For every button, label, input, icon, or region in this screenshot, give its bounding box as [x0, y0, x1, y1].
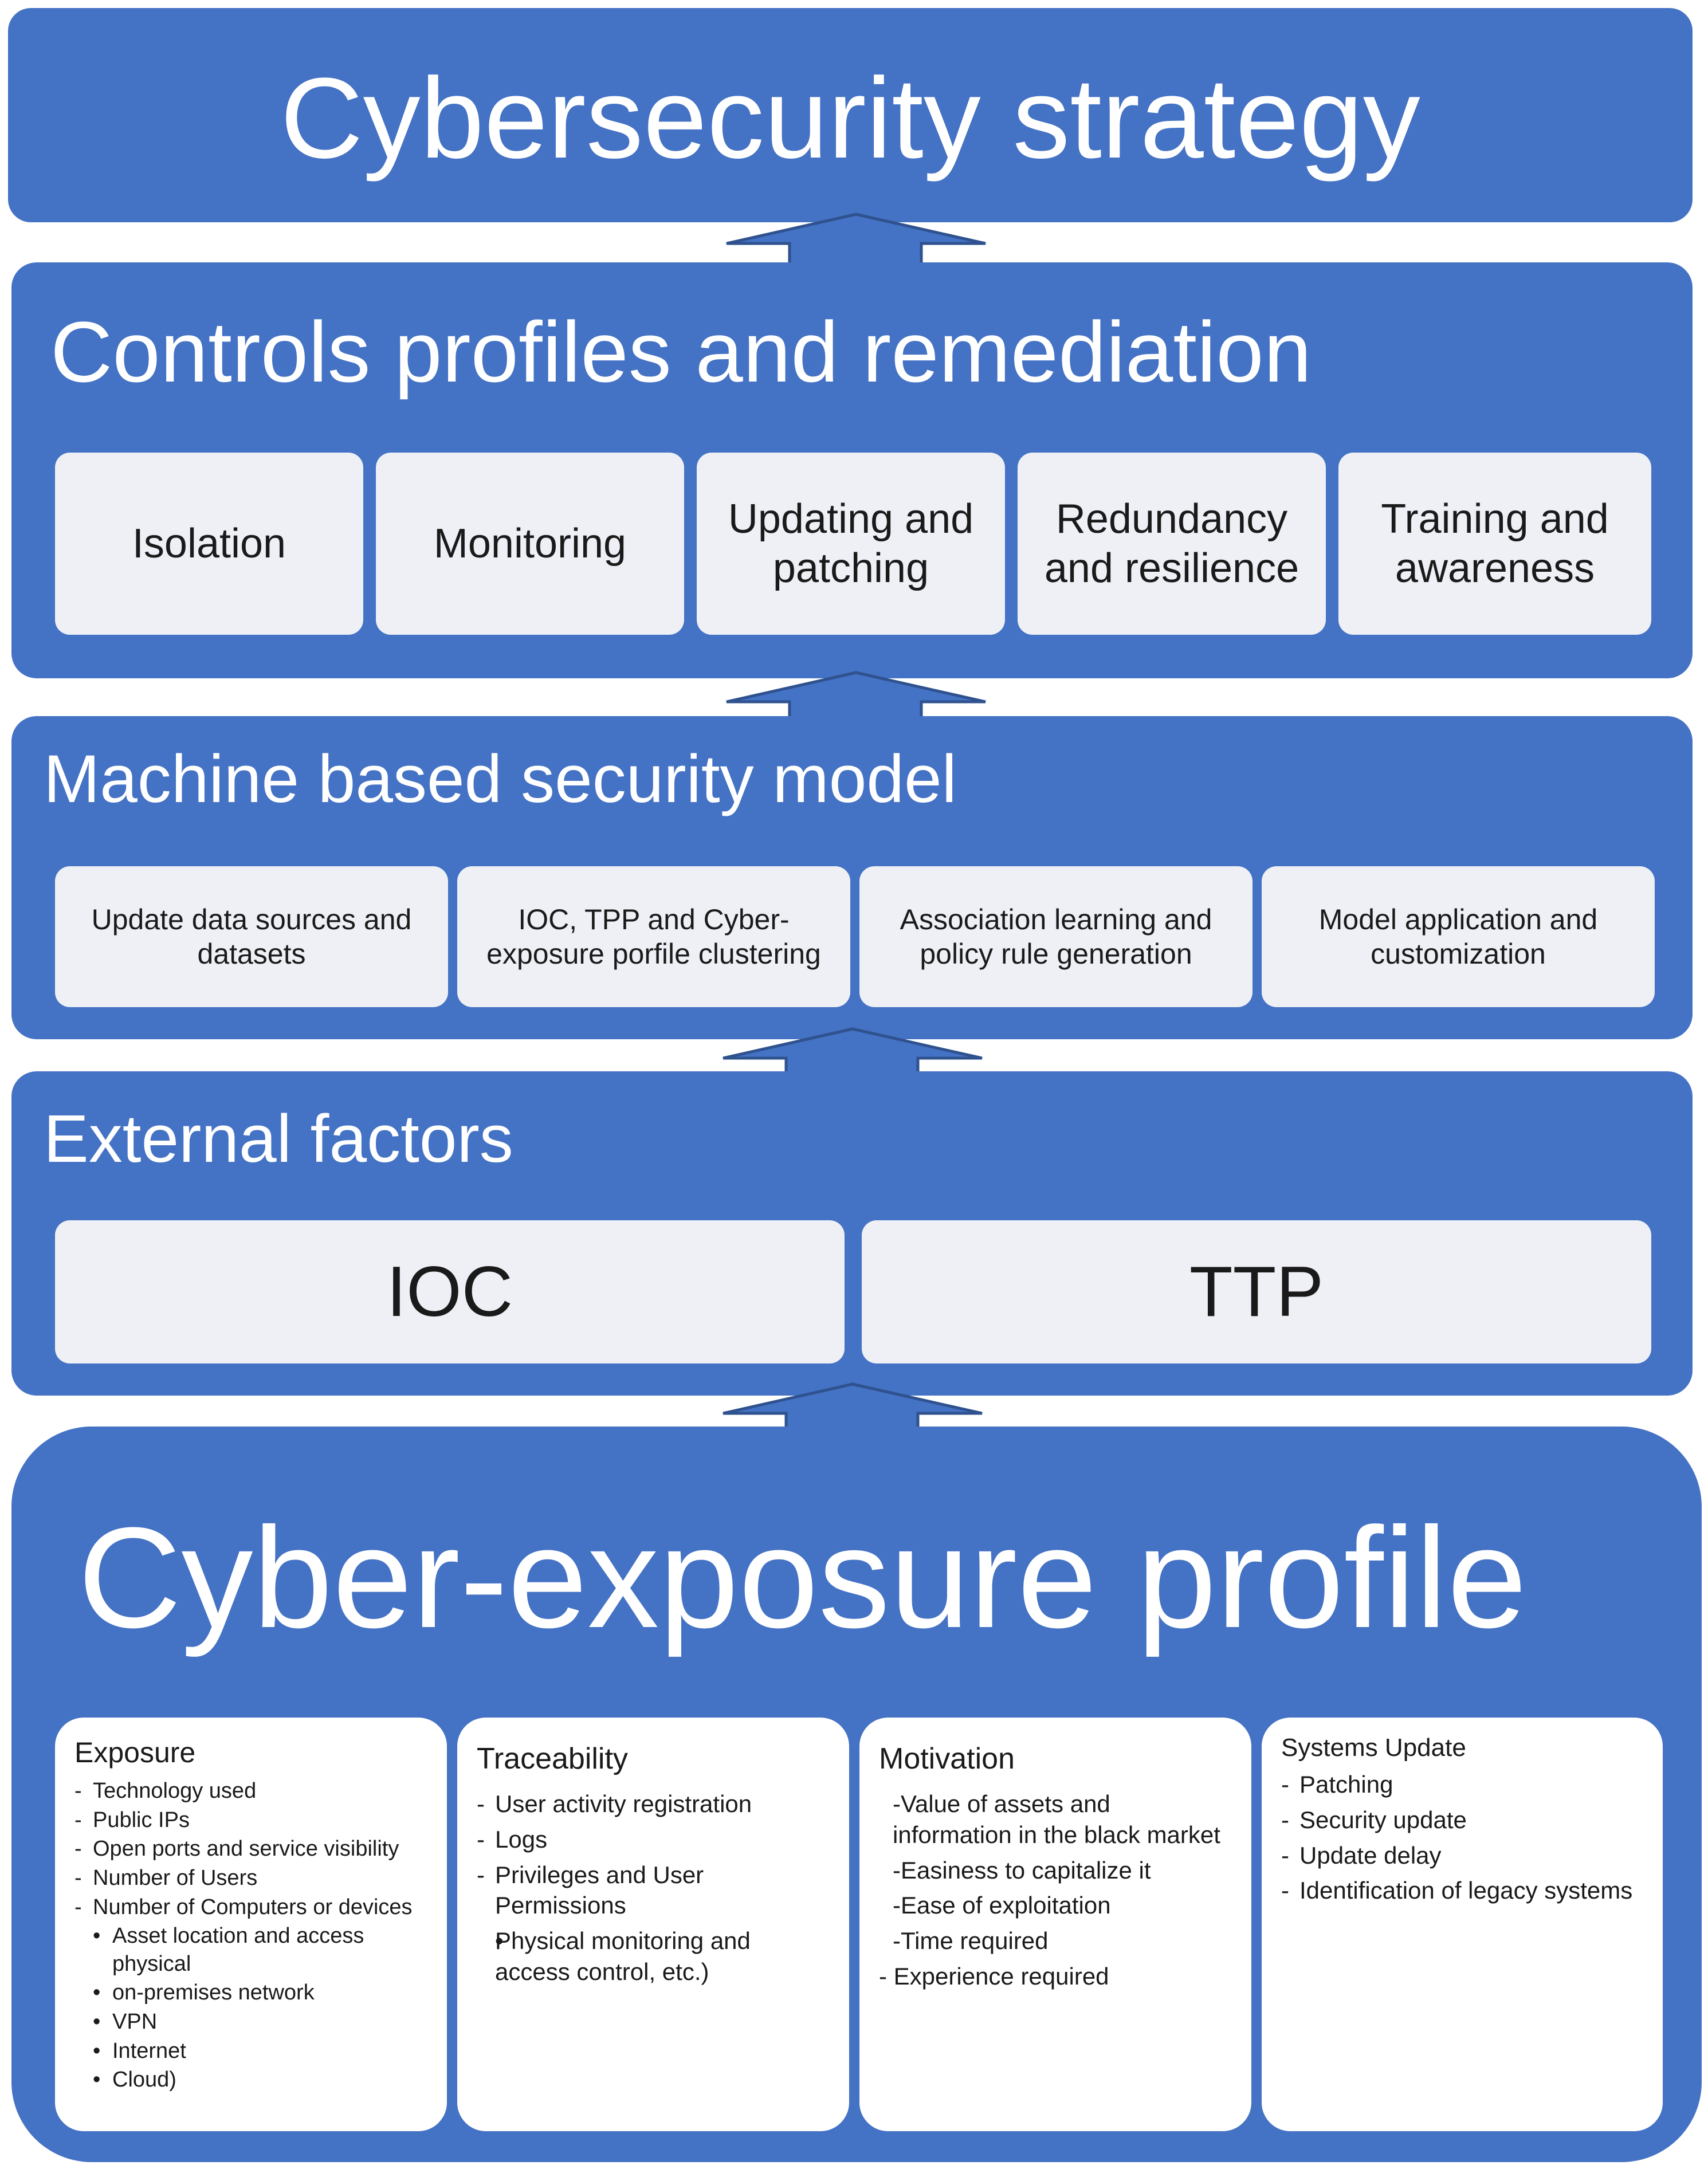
list-item: Internet — [74, 2037, 430, 2065]
external-card-ioc: IOC — [55, 1220, 845, 1364]
list-item: Patching — [1281, 1769, 1646, 1800]
profile-column-systems-update: Systems Update Patching Security update … — [1262, 1718, 1663, 2131]
column-heading: Motivation — [879, 1742, 1015, 1775]
list-item: Privileges and User Permissions — [477, 1860, 832, 1922]
model-card-association-learning: Association learning and policy rule gen… — [859, 866, 1252, 1007]
column-list: User activity registration Logs Privileg… — [477, 1789, 832, 1987]
external-factors-band: External factors IOC TTP — [11, 1071, 1693, 1396]
profile-column-exposure: Exposure Technology used Public IPs Open… — [55, 1718, 447, 2131]
arrow-up-icon — [723, 1382, 983, 1441]
cybersecurity-strategy-band: Cybersecurity strategy — [8, 8, 1693, 222]
controls-title: Controls profiles and remediation — [50, 304, 1312, 400]
list-item: -Time required — [893, 1927, 1049, 1954]
list-item: -Easiness to capitalize it — [893, 1856, 1151, 1884]
list-item: -Value of assets and information in the … — [893, 1790, 1220, 1848]
model-card-update-data-sources: Update data sources and datasets — [55, 866, 448, 1007]
controls-band: Controls profiles and remediation Isolat… — [11, 262, 1693, 678]
model-card-clustering: IOC, TPP and Cyber- exposure porfile clu… — [457, 866, 850, 1007]
control-card-monitoring: Monitoring — [376, 453, 684, 635]
model-card-model-application: Model application and customization — [1262, 866, 1655, 1007]
security-model-band: Machine based security model Update data… — [11, 716, 1693, 1039]
security-model-title: Machine based security model — [44, 741, 957, 817]
list-item: Technology used — [74, 1777, 430, 1805]
list-item: Asset location and access physical — [74, 1922, 430, 1978]
column-list: -Value of assets and information in the … — [879, 1789, 1234, 1992]
list-item: Public IPs — [74, 1806, 430, 1834]
strategy-title: Cybersecurity strategy — [280, 54, 1420, 182]
arrow-up-icon — [723, 1027, 983, 1086]
profile-column-traceability: Traceability User activity registration … — [457, 1718, 849, 2131]
list-item: Physical monitoring and access control, … — [477, 1926, 832, 1987]
list-item: Number of Computers or devices — [74, 1893, 430, 1922]
cyber-exposure-profile-band: Cyber-exposure profile Exposure Technolo… — [11, 1427, 1702, 2162]
column-heading: Traceability — [477, 1742, 628, 1775]
list-item: Update delay — [1281, 1840, 1646, 1871]
external-card-ttp: TTP — [862, 1220, 1651, 1364]
external-factors-title: External factors — [44, 1101, 513, 1177]
column-heading: Systems Update — [1281, 1734, 1466, 1762]
arrow-up-icon — [726, 213, 986, 271]
control-card-training-awareness: Training and awareness — [1338, 453, 1651, 635]
profile-title: Cyber-exposure profile — [78, 1498, 1527, 1657]
list-item: Cloud) — [74, 2066, 430, 2094]
control-card-redundancy-resilience: Redundancy and resilience — [1018, 453, 1326, 635]
list-item: Open ports and service visibility — [74, 1835, 430, 1863]
column-list: Patching Security update Update delay Id… — [1281, 1769, 1646, 1906]
column-heading: Exposure — [74, 1736, 196, 1769]
control-card-updating-patching: Updating and patching — [697, 453, 1005, 635]
list-item: Number of Users — [74, 1864, 430, 1892]
list-item: VPN — [74, 2008, 430, 2036]
control-card-isolation: Isolation — [55, 453, 363, 635]
list-item: -Ease of exploitation — [893, 1892, 1111, 1919]
arrow-up-icon — [726, 671, 986, 729]
list-item: - Experience required — [879, 1962, 1109, 1990]
list-item: Identification of legacy systems — [1281, 1875, 1646, 1906]
list-item: Security update — [1281, 1805, 1646, 1836]
list-item: Logs — [477, 1824, 832, 1855]
list-item: on-premises network — [74, 1979, 430, 2007]
profile-column-motivation: Motivation -Value of assets and informat… — [859, 1718, 1251, 2131]
list-item: User activity registration — [477, 1789, 832, 1820]
column-list: Technology used Public IPs Open ports an… — [74, 1777, 430, 2094]
